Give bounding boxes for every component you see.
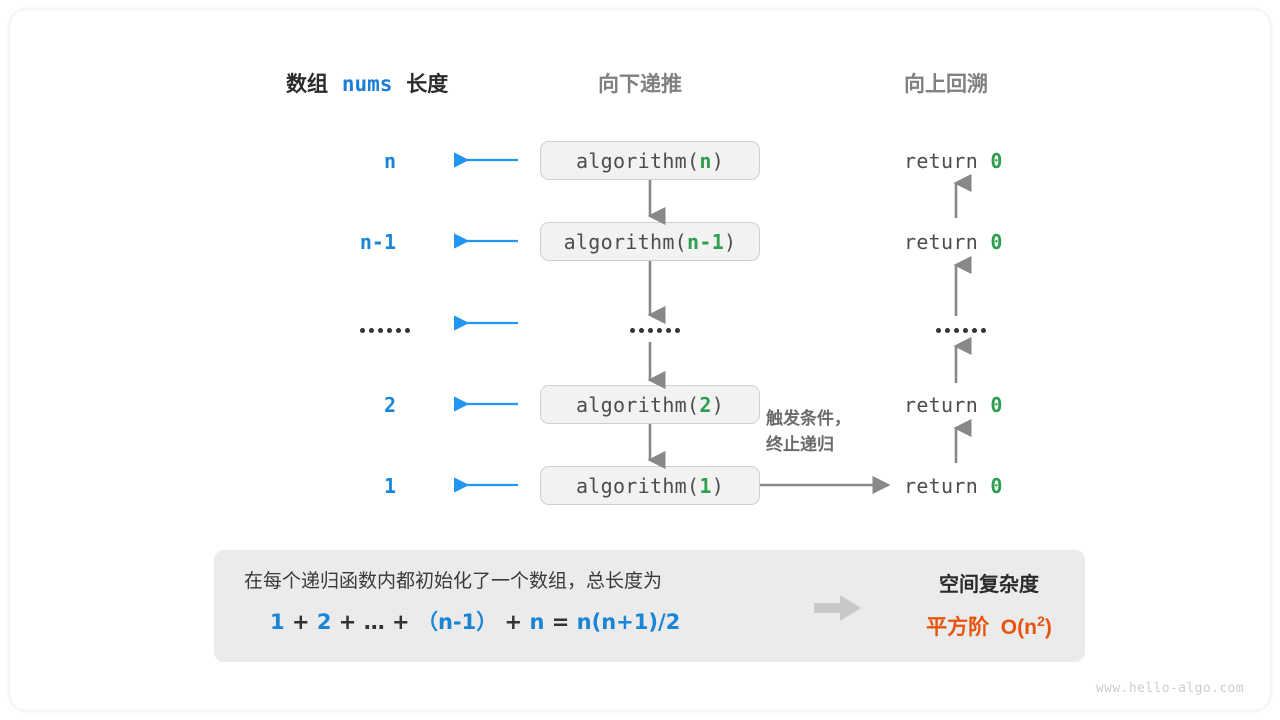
formula-op-5: = <box>551 610 570 634</box>
complexity-bigo-close: ) <box>1044 616 1052 639</box>
blue-arrow-row-5 <box>453 477 518 493</box>
formula-term-3: … <box>363 610 385 634</box>
return-row-1: return 0 <box>904 149 1003 173</box>
header-array-code: nums <box>341 72 393 96</box>
formula-op-1: + <box>291 610 310 634</box>
return-prefix-5: return <box>904 474 991 498</box>
blue-arrow-row-4 <box>453 396 518 412</box>
call-box-row-5[interactable]: algorithm(1) <box>540 466 760 505</box>
header-array-suffix: 长度 <box>406 73 449 96</box>
return-column-dots <box>936 328 986 333</box>
complexity-order-label: 平方阶 <box>926 616 990 639</box>
trigger-note-line-2: 终止递归 <box>766 435 834 455</box>
watermark: www.hello-algo.com <box>1095 681 1244 696</box>
call-box-prefix-1: algorithm( <box>575 148 700 173</box>
result-block-arrow-icon <box>814 595 861 621</box>
call-box-prefix-5: algorithm( <box>575 473 700 498</box>
call-box-row-4[interactable]: algorithm(2) <box>540 385 760 424</box>
call-box-suffix-4: ) <box>711 392 725 417</box>
call-box-prefix-4: algorithm( <box>575 392 700 417</box>
formula-op-3: + <box>392 610 410 634</box>
up-arrow-4-to-dots <box>953 336 972 383</box>
call-box-arg-1: n <box>699 148 712 173</box>
formula-op-2: + <box>338 610 357 634</box>
size-label-row-3-dots <box>360 328 410 333</box>
formula-term-5: n <box>529 610 545 634</box>
complexity-result: 空间复杂度 平方阶 O(n2) <box>894 568 1084 641</box>
base-case-arrow <box>760 475 891 495</box>
header-array-length: 数组 nums 长度 <box>286 68 448 98</box>
return-value-4: 0 <box>990 393 1003 417</box>
blue-arrow-row-3 <box>453 315 518 331</box>
call-box-arg-4: 2 <box>699 392 712 417</box>
formula-term-4: （n-1） <box>416 610 498 634</box>
summary-formula: 1 + 2 + … + （n-1） + n = n(n+1)/2 <box>270 606 680 636</box>
size-label-row-5: 1 <box>383 474 396 498</box>
return-prefix-2: return <box>904 230 991 254</box>
call-box-arg-5: 1 <box>699 473 712 498</box>
call-box-row-1[interactable]: algorithm(n) <box>540 141 760 180</box>
blue-arrow-row-1 <box>453 152 518 168</box>
summary-panel: 在每个递归函数内都初始化了一个数组，总长度为 1 + 2 + … + （n-1）… <box>214 550 1085 662</box>
return-row-4: return 0 <box>904 393 1003 417</box>
call-box-prefix-2: algorithm( <box>563 229 688 254</box>
up-arrow-dots-to-2 <box>953 255 972 316</box>
call-box-arg-2: n-1 <box>687 229 725 254</box>
call-box-row-2[interactable]: algorithm(n-1) <box>540 222 760 261</box>
return-value-5: 0 <box>990 474 1003 498</box>
return-row-5: return 0 <box>904 474 1003 498</box>
up-arrow-5-to-4 <box>953 418 972 463</box>
formula-term-6: n(n+1)/2 <box>576 610 681 634</box>
formula-term-2: 2 <box>316 610 332 634</box>
return-value-1: 0 <box>990 149 1003 173</box>
call-box-suffix-1: ) <box>711 148 725 173</box>
formula-op-4: + <box>504 610 523 634</box>
call-box-suffix-5: ) <box>711 473 725 498</box>
down-arrow-2-to-dots <box>647 261 666 325</box>
return-prefix-1: return <box>904 149 991 173</box>
trigger-note-line-1: 触发条件， <box>766 409 851 428</box>
complexity-exponent: 2 <box>1036 614 1045 630</box>
size-label-row-4: 2 <box>383 393 396 417</box>
complexity-value: 平方阶 O(n2) <box>894 611 1084 641</box>
call-box-suffix-2: ) <box>724 229 737 254</box>
blue-arrow-row-2 <box>453 233 518 249</box>
complexity-title: 空间复杂度 <box>939 574 1039 596</box>
down-arrow-dots-to-4 <box>647 342 666 390</box>
summary-description: 在每个递归函数内都初始化了一个数组，总长度为 <box>244 571 663 592</box>
up-arrow-2-to-1 <box>953 173 972 218</box>
size-label-row-2: n-1 <box>359 230 396 254</box>
return-value-2: 0 <box>990 230 1003 254</box>
header-descend: 向下递推 <box>598 73 682 96</box>
down-arrow-1-to-2 <box>647 180 666 226</box>
diagram-card: 数组 nums 长度 向下递推 向上回溯 n algorithm(n) retu… <box>10 10 1270 710</box>
return-row-2: return 0 <box>904 230 1003 254</box>
down-arrow-4-to-5 <box>647 424 666 470</box>
return-prefix-4: return <box>904 393 991 417</box>
call-column-dots <box>630 328 680 333</box>
header-array-prefix: 数组 <box>286 73 328 96</box>
formula-term-1: 1 <box>270 610 285 634</box>
trigger-condition-note: 触发条件， 终止递归 <box>766 406 851 459</box>
complexity-bigo-open: O(n <box>1000 616 1037 639</box>
size-label-row-1: n <box>383 149 396 173</box>
header-ascend: 向上回溯 <box>904 73 988 96</box>
